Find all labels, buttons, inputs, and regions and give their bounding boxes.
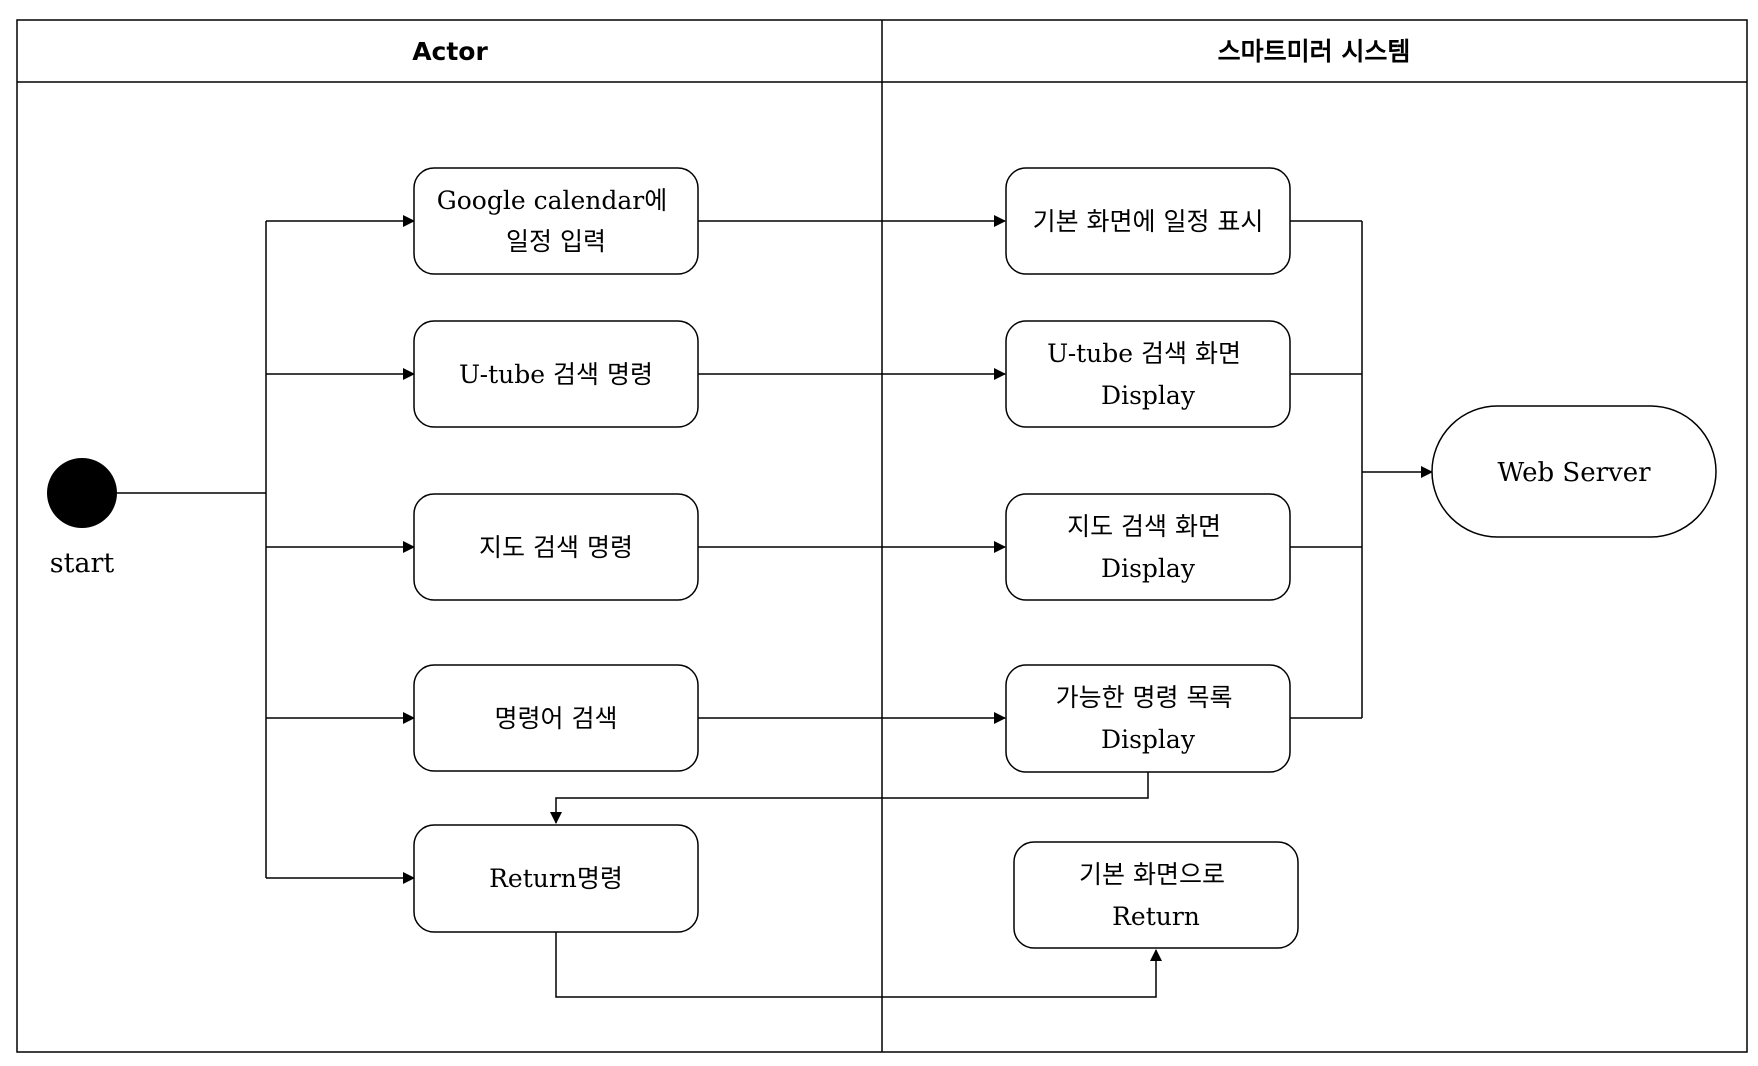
swimlane-frame	[16, 19, 1748, 1053]
action-map-search-label: 지도 검색 명령	[479, 533, 633, 562]
label-line: 가능한 명령 목록	[1056, 683, 1233, 712]
label-line: Google calendar에	[437, 186, 667, 215]
action-command-list-display-label: 가능한 명령 목록 Display	[1056, 683, 1241, 754]
label-line: U-tube 검색 명령	[459, 360, 653, 389]
action-map-search	[413, 493, 699, 601]
label-line: 지도 검색 화면	[1067, 512, 1221, 541]
action-calendar-input	[413, 167, 699, 275]
action-return-command	[413, 824, 699, 933]
web-server-label: Web Server	[1497, 458, 1651, 488]
system-actions: 기본 화면에 일정 표시 U-tube 검색 화면 Display 지도 검색 …	[1005, 167, 1299, 949]
label-line: 명령어 검색	[495, 704, 618, 733]
action-return-command-label: Return명령	[489, 864, 623, 893]
action-return-home-label: 기본 화면으로 Return	[1079, 860, 1233, 931]
label-line: Display	[1101, 725, 1196, 754]
action-youtube-display-label: U-tube 검색 화면 Display	[1047, 339, 1249, 410]
arrow-return-to-home	[555, 932, 1162, 998]
label-line: 지도 검색 명령	[479, 533, 633, 562]
action-youtube-display	[1005, 320, 1291, 428]
action-map-display-label: 지도 검색 화면 Display	[1067, 512, 1229, 583]
action-schedule-display	[1005, 167, 1291, 275]
action-schedule-display-label: 기본 화면에 일정 표시	[1033, 207, 1264, 236]
action-youtube-search	[413, 320, 699, 428]
action-command-search-label: 명령어 검색	[495, 704, 618, 733]
label-line: Display	[1101, 554, 1196, 583]
label-line: Return명령	[489, 864, 623, 893]
actor-actions: Google calendar에 일정 입력 U-tube 검색 명령 지도 검…	[413, 167, 699, 933]
label-line: Return	[1112, 902, 1200, 931]
lane-header-system: 스마트미러 시스템	[1218, 37, 1411, 66]
action-command-search	[413, 664, 699, 772]
action-map-display	[1005, 493, 1291, 601]
start-node	[47, 458, 117, 528]
arrow-command-list-to-return	[550, 772, 1149, 824]
action-calendar-input-label: Google calendar에 일정 입력	[437, 186, 675, 256]
lane-header-actor: Actor	[412, 37, 488, 66]
label-line: Display	[1101, 381, 1196, 410]
label-line: 기본 화면으로	[1079, 860, 1225, 889]
label-line: U-tube 검색 화면	[1047, 339, 1241, 368]
web-server-node	[1431, 405, 1717, 538]
connectors	[117, 215, 1433, 998]
action-youtube-search-label: U-tube 검색 명령	[459, 360, 653, 389]
action-command-list-display	[1005, 664, 1291, 773]
start-label: start	[50, 548, 115, 579]
label-line: 일정 입력	[506, 227, 606, 256]
label-line: 기본 화면에 일정 표시	[1033, 207, 1264, 236]
action-return-home	[1013, 841, 1299, 949]
